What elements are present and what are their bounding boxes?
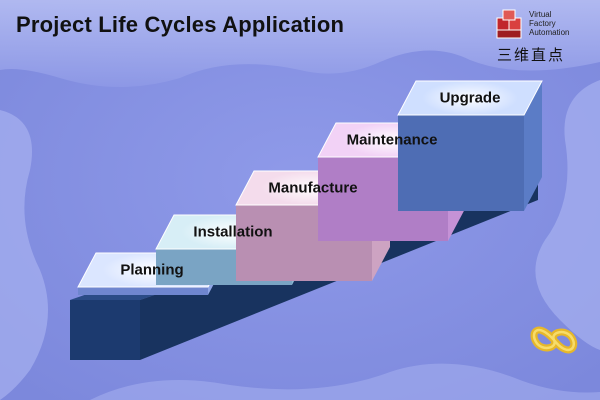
step-side-face: [524, 81, 542, 211]
puzzle-ridge-top: [0, 0, 600, 87]
logo-line-1: Virtual: [529, 10, 552, 19]
step-glow: [422, 81, 518, 115]
step-front-face: [398, 115, 524, 211]
brand-logo: Virtual Factory Automation 三维直点: [495, 8, 595, 68]
logo-english-text: Virtual Factory Automation: [529, 10, 569, 37]
step-label-upgrade: Upgrade: [439, 89, 501, 107]
gold-knot-icon: [530, 326, 578, 354]
cube-stack-logo-icon: [496, 9, 522, 39]
puzzle-ridge-right: [535, 80, 600, 350]
logo-line-3: Automation: [529, 28, 570, 37]
step-front-face: [78, 287, 208, 295]
step-label-installation: Installation: [193, 223, 273, 241]
step-label-maintenance: Maintenance: [346, 131, 438, 149]
base-front: [70, 300, 140, 360]
logo-chinese-text: 三维直点: [497, 46, 566, 64]
puzzle-ridge-left: [0, 110, 48, 400]
puzzle-ridge-bottom: [90, 363, 600, 400]
step-label-manufacture: Manufacture: [268, 179, 358, 197]
step-label-planning: Planning: [120, 261, 184, 279]
step-box-upgrade: [397, 80, 543, 211]
page-title: Project Life Cycles Application: [16, 12, 345, 37]
steps-layer: [77, 80, 543, 295]
logo-line-2: Factory: [529, 19, 556, 28]
